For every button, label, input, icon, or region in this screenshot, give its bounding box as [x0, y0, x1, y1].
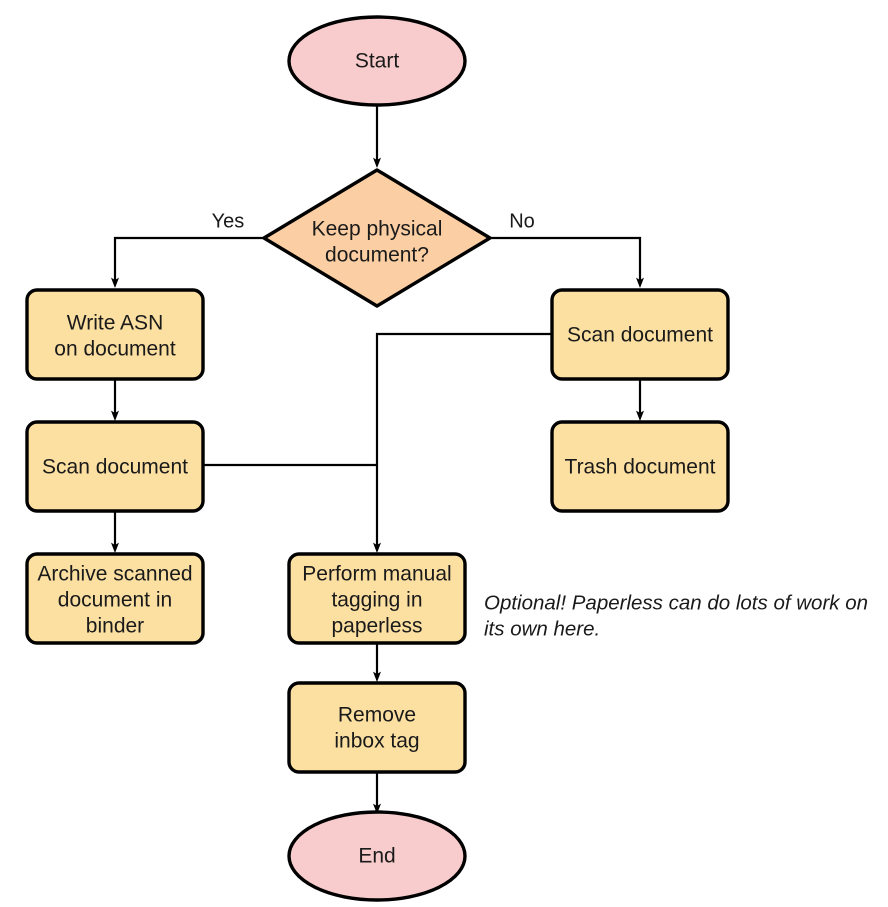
decision-label-line1: Keep physical	[312, 218, 443, 241]
write-asn-label-line2: on document	[54, 338, 176, 361]
scan-right-label: Scan document	[567, 324, 713, 347]
scan-left-label: Scan document	[42, 456, 188, 479]
archive-label-line2: document in	[58, 589, 172, 612]
edge-scan-right-to-tagging	[377, 332, 552, 548]
node-scan-document-left[interactable]: Scan document	[25, 420, 205, 513]
archive-label-line1: Archive scanned	[37, 563, 192, 586]
node-trash-document[interactable]: Trash document	[550, 420, 730, 513]
scan-left-rect-shape	[25, 420, 205, 513]
edge-decision-yes-to-write-asn	[115, 236, 264, 283]
node-archive-scanned-document[interactable]: Archive scanned document in binder	[25, 552, 205, 645]
start-label: Start	[355, 50, 400, 73]
tagging-label-line1: Perform manual	[302, 563, 451, 586]
remove-inbox-label-line1: Remove	[338, 704, 416, 727]
remove-inbox-rect-shape	[287, 681, 467, 774]
remove-inbox-label-line2: inbox tag	[334, 730, 419, 753]
write-asn-label-line1: Write ASN	[67, 312, 163, 335]
node-write-asn[interactable]: Write ASN on document	[25, 288, 205, 381]
archive-label-line3: binder	[86, 615, 144, 638]
trash-rect-shape	[550, 420, 730, 513]
edge-label-yes: Yes	[212, 210, 245, 232]
decision-diamond-shape	[262, 168, 492, 308]
scan-right-rect-shape	[550, 288, 730, 381]
node-end[interactable]: End	[287, 810, 467, 902]
optional-note-line2: its own here.	[484, 617, 600, 640]
decision-label-line2: document?	[325, 244, 429, 267]
optional-note-line1: Optional! Paperless can do lots of work …	[484, 591, 868, 614]
end-ellipse-shape	[287, 810, 467, 902]
end-label: End	[358, 845, 395, 868]
node-start[interactable]: Start	[287, 15, 467, 107]
tagging-label-line2: tagging in	[331, 589, 422, 612]
tagging-label-line3: paperless	[331, 615, 422, 638]
optional-note: Optional! Paperless can do lots of work …	[484, 591, 868, 640]
node-decision-keep-physical-document[interactable]: Keep physical document?	[262, 168, 492, 308]
trash-label: Trash document	[565, 456, 716, 479]
archive-rect-shape	[25, 552, 205, 645]
edge-label-no: No	[509, 210, 535, 232]
node-perform-manual-tagging[interactable]: Perform manual tagging in paperless	[287, 552, 467, 645]
node-scan-document-right[interactable]: Scan document	[550, 288, 730, 381]
write-asn-rect-shape	[25, 288, 205, 381]
tagging-rect-shape	[287, 552, 467, 645]
start-ellipse-shape	[287, 15, 467, 107]
edge-decision-no-to-scan-right	[490, 236, 640, 283]
node-remove-inbox-tag[interactable]: Remove inbox tag	[287, 681, 467, 774]
